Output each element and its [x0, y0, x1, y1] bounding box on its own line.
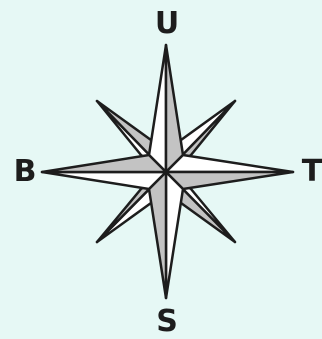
west-label: B — [10, 157, 40, 187]
east-label: T — [297, 157, 322, 187]
north-label: U — [152, 9, 182, 39]
south-label: S — [152, 307, 182, 337]
compass-star-icon — [42, 45, 293, 298]
cardinal-points — [42, 45, 293, 298]
